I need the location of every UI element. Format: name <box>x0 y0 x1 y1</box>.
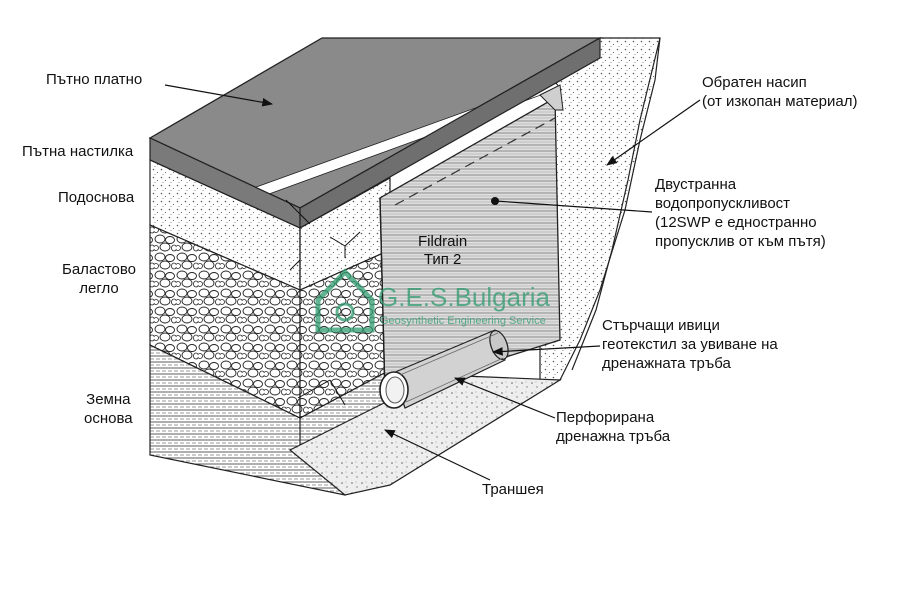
label-drainage-pipe: Перфорирана дренажна тръба <box>556 409 671 445</box>
leader-trench <box>384 429 491 481</box>
label-product: Fildrain Тип 2 <box>418 233 468 268</box>
label-road-surface: Пътно платно <box>46 71 143 88</box>
watermark-house-icon <box>315 268 375 333</box>
road-edge-right <box>299 36 601 230</box>
label-subbase: Подоснова <box>58 189 135 206</box>
leader-flaps <box>491 345 601 356</box>
leader-pipe <box>453 377 556 419</box>
label-subgrade: Земна основа <box>84 391 133 427</box>
label-trench: Траншея <box>482 481 544 498</box>
label-ballast: Баластово легло <box>62 261 136 297</box>
watermark: G.E.S.Bulgaria Geosynthetic Engineering … <box>315 268 551 333</box>
leader-road-surface <box>164 84 274 107</box>
label-permeability: Двустранна водопропускливост (12SWP е ед… <box>655 176 826 250</box>
label-geotextile-flaps: Стърчащи ивици геотекстил за увиване на … <box>602 317 778 372</box>
leader-permeability <box>495 200 653 213</box>
backfill-edge <box>571 37 661 371</box>
leader-backfill <box>606 99 701 166</box>
label-backfill: Обратен насип (от изкопан материал) <box>702 74 858 110</box>
label-pavement: Пътна настилка <box>22 143 134 160</box>
watermark-brand: G.E.S.Bulgaria <box>378 282 551 312</box>
watermark-tagline: Geosynthetic Engineering Service <box>380 315 546 327</box>
